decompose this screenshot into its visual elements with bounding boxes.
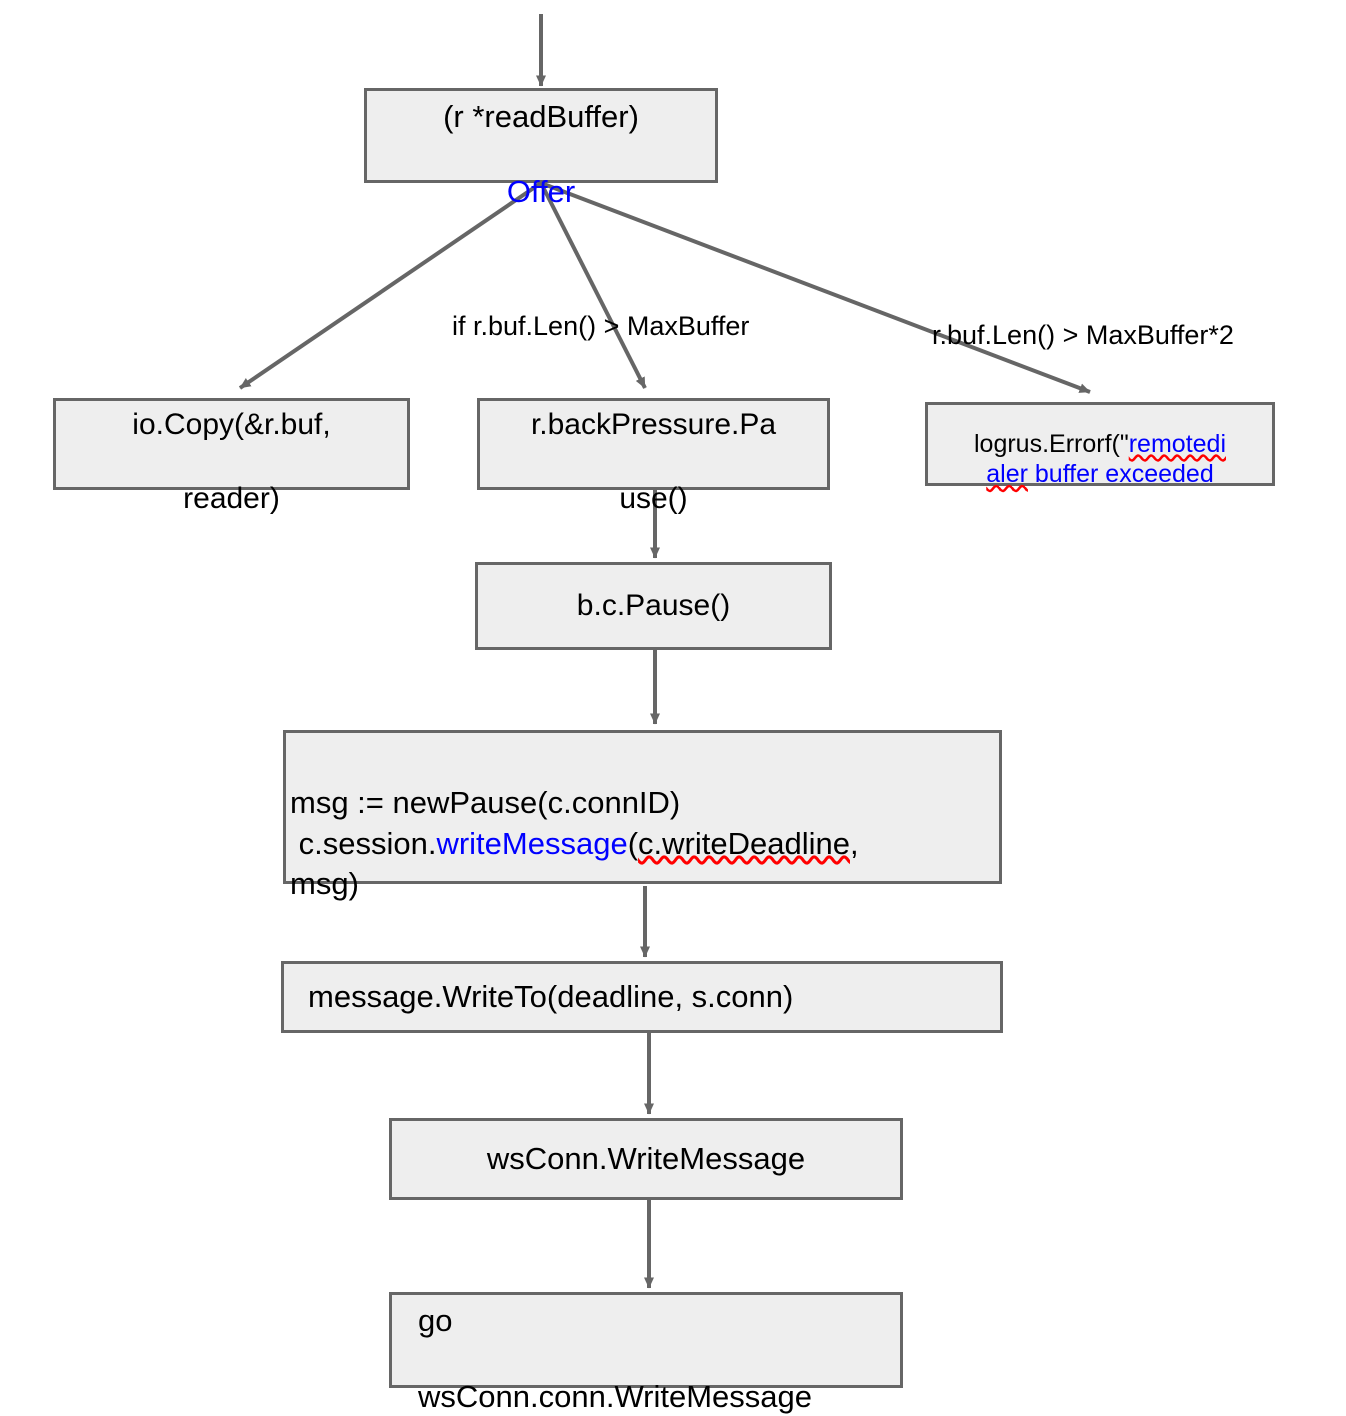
io-copy-node[interactable]: io.Copy(&r.buf, reader) bbox=[53, 398, 410, 515]
ws-conn-write-message-node[interactable]: wsConn.WriteMessage bbox=[389, 1118, 903, 1200]
logrus-node-text: logrus.Errorf("remotedi aler buffer excee… bbox=[932, 398, 1268, 490]
write-message-seg-msg-close: msg) bbox=[290, 865, 359, 901]
logrus-seg-aler: aler bbox=[986, 460, 1028, 489]
go-ws-conn-line-1: go bbox=[418, 1303, 453, 1339]
go-ws-conn-node-text: go wsConn.conn.WriteMessage bbox=[418, 1264, 896, 1415]
edge-offer-to-back-pressure bbox=[539, 182, 647, 389]
write-message-seg-paren: ( bbox=[627, 825, 639, 861]
write-message-seg-writemessage: writeMessage bbox=[436, 825, 628, 861]
message-write-to-node-text: message.WriteTo(deadline, s.conn) bbox=[308, 979, 794, 1015]
edge-label-max-buffer-times-two: r.buf.Len() > MaxBuffer*2 bbox=[932, 320, 1234, 350]
edge-offer-to-logrus bbox=[540, 181, 1091, 394]
write-message-seg-session: c.session. bbox=[290, 825, 437, 861]
logrus-errorf-node[interactable]: logrus.Errorf("remotedi aler buffer excee… bbox=[925, 402, 1275, 488]
write-message-node-text: msg := newPause(c.connID) c.session.writ… bbox=[290, 743, 995, 904]
ws-conn-node-text: wsConn.WriteMessage bbox=[486, 1141, 806, 1177]
logrus-seg-tail: buffer exceeded bbox=[1027, 460, 1214, 489]
offer-line-2: Offer bbox=[506, 174, 576, 210]
go-ws-conn-line-2: wsConn.conn.WriteMessage bbox=[418, 1378, 812, 1414]
back-pressure-line-2: use() bbox=[619, 481, 688, 515]
b-c-pause-node[interactable]: b.c.Pause() bbox=[475, 562, 832, 650]
io-copy-node-text: io.Copy(&r.buf, reader) bbox=[60, 371, 403, 517]
write-message-seg-comma: , bbox=[849, 825, 859, 861]
message-write-to-node[interactable]: message.WriteTo(deadline, s.conn) bbox=[281, 961, 1003, 1033]
write-message-seg-msg: msg := newPause(c.connID) bbox=[290, 785, 681, 821]
b-c-pause-node-text: b.c.Pause() bbox=[576, 588, 731, 622]
edge-label-max-buffer: if r.buf.Len() > MaxBuffer bbox=[452, 311, 750, 341]
edge-offer-to-io-copy bbox=[238, 181, 543, 390]
back-pressure-pause-node[interactable]: r.backPressure.Pa use() bbox=[477, 398, 830, 515]
offer-line-1: (r *readBuffer) bbox=[443, 98, 639, 134]
back-pressure-node-text: r.backPressure.Pa use() bbox=[484, 371, 823, 517]
io-copy-line-1: io.Copy(&r.buf, bbox=[132, 408, 331, 442]
write-message-seg-deadline: c.writeDeadline bbox=[638, 825, 850, 861]
go-ws-conn-conn-write-message-node[interactable]: go wsConn.conn.WriteMessage bbox=[389, 1292, 903, 1414]
logrus-seg-remotedi: remotedi bbox=[1128, 429, 1226, 458]
offer-node-text: (r *readBuffer) Offer bbox=[371, 60, 711, 211]
io-copy-line-2: reader) bbox=[183, 481, 280, 515]
write-message-node[interactable]: msg := newPause(c.connID) c.session.writ… bbox=[283, 730, 1002, 901]
logrus-seg-call: logrus.Errorf(" bbox=[973, 429, 1129, 458]
back-pressure-line-1: r.backPressure.Pa bbox=[530, 408, 777, 442]
offer-node[interactable]: (r *readBuffer) Offer bbox=[364, 88, 718, 209]
